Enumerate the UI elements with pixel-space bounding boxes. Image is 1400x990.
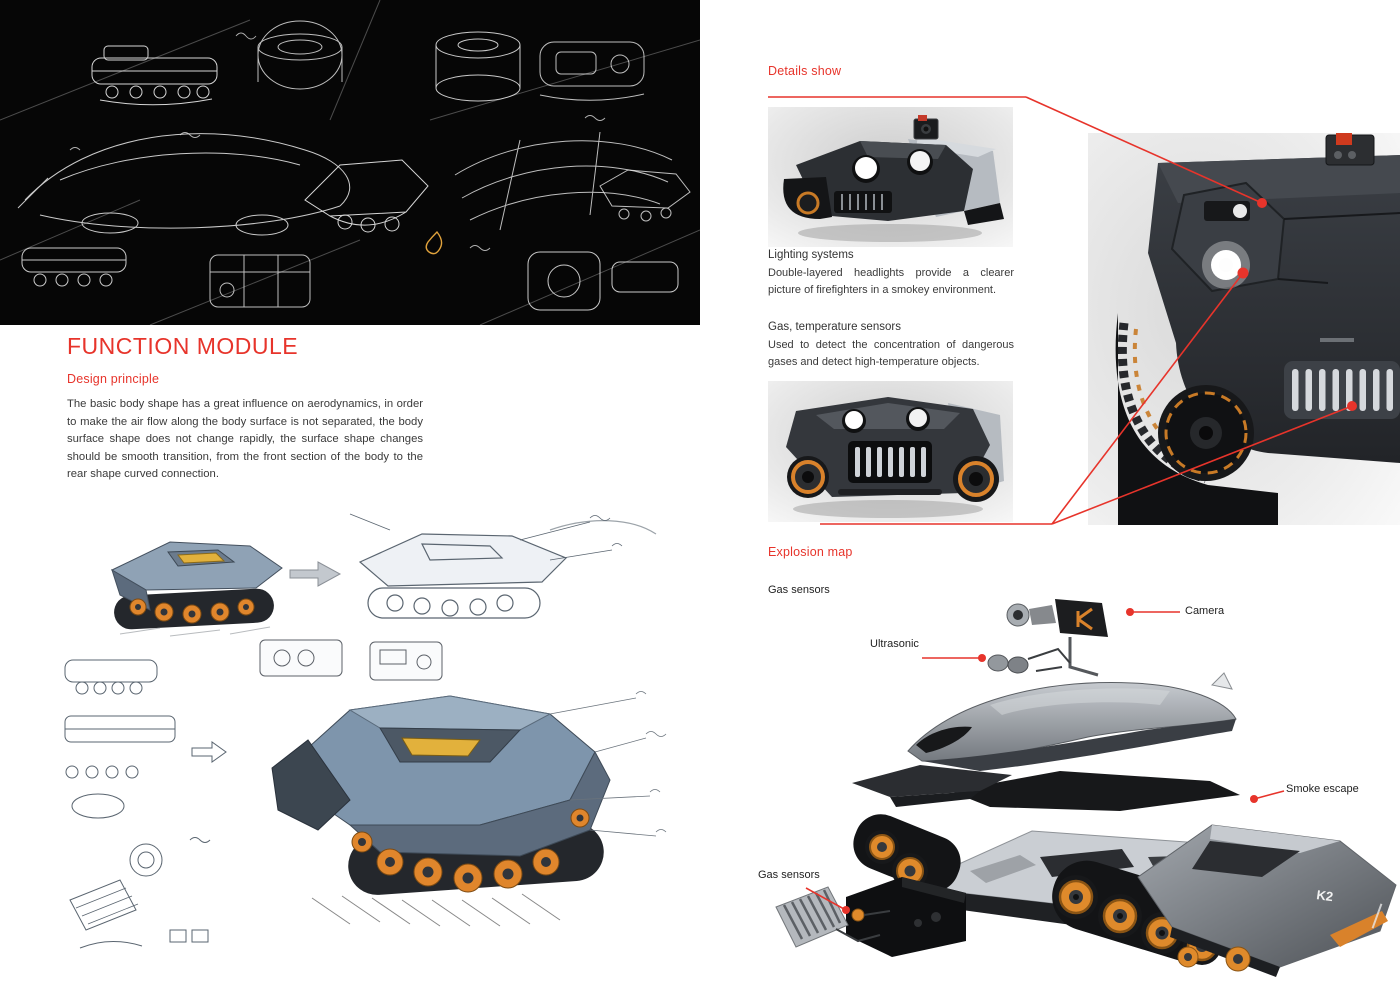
orange-wheels-large xyxy=(351,808,590,893)
sketch-small-tank xyxy=(21,247,127,287)
ultrasonic-part xyxy=(987,647,1071,674)
body-label-strip xyxy=(1320,338,1354,342)
orange-stripe xyxy=(1330,911,1388,947)
vehicle-marking: K2 xyxy=(1316,887,1335,904)
headlight-right xyxy=(910,151,930,171)
sketch-rear-tank xyxy=(599,169,691,222)
sketch-body-swoosh xyxy=(17,133,351,236)
sketch-tank-colored-small xyxy=(110,541,283,637)
headlight-left xyxy=(855,157,877,179)
right-track xyxy=(964,203,1004,225)
sketch-grid-box xyxy=(209,254,311,308)
sketch-tank-top xyxy=(91,45,218,106)
small-lamp xyxy=(1233,204,1247,218)
flame-doodle xyxy=(425,230,443,255)
headlight-right xyxy=(909,409,927,427)
sketch-band xyxy=(454,131,673,231)
rear-shell-part: K2 xyxy=(1137,824,1397,977)
gas-temp-sensors-title: Gas, temperature sensors xyxy=(768,321,901,333)
annotation-scribbles xyxy=(69,32,606,251)
vehicle-sketches-figure xyxy=(64,513,667,949)
gas-temp-sensors-text: Used to detect the concentration of dang… xyxy=(768,339,1014,369)
sketch-doodles-left xyxy=(64,659,227,949)
sketch-angular-tank xyxy=(304,159,429,233)
black-sketches-figure xyxy=(0,0,700,325)
vehicle-sketches-panel xyxy=(50,500,690,990)
render-lighting-systems xyxy=(768,107,1013,247)
sketch-component-boxes xyxy=(259,639,443,681)
concept-sketch-panel xyxy=(0,0,700,325)
leader-lines xyxy=(549,691,667,837)
side-vent xyxy=(1284,361,1400,419)
explosion-map-heading: Explosion map xyxy=(768,545,853,559)
direction-arrow xyxy=(289,561,342,587)
sketch-device xyxy=(539,41,645,101)
shadow-hatching xyxy=(311,893,561,927)
page-title: FUNCTION MODULE xyxy=(67,333,299,359)
design-principle-heading: Design principle xyxy=(67,372,160,386)
sketch-tank-lineart xyxy=(349,513,657,619)
construction-lines xyxy=(0,0,700,325)
details-show-heading: Details show xyxy=(768,64,842,78)
sketch-wheel-cluster xyxy=(257,20,343,90)
exploded-view-panel: K2 xyxy=(740,585,1400,990)
orange-wheels-small xyxy=(129,598,255,624)
roof-sensor-box xyxy=(1325,133,1375,166)
roof-camera xyxy=(913,115,939,140)
render-side-closeup xyxy=(1088,133,1400,525)
spoiler-part xyxy=(852,765,1012,807)
render-sensor-grille xyxy=(768,381,1013,522)
camera-label: Camera xyxy=(1185,605,1225,617)
lighting-systems-title: Lighting systems xyxy=(768,249,854,261)
camera-part xyxy=(1006,599,1108,677)
front-grille xyxy=(834,191,892,213)
gas-sensors-bottom-label: Gas sensors xyxy=(758,869,820,881)
design-principle-text: The basic body shape has a great influen… xyxy=(67,398,423,480)
smoke-escape-label: Smoke escape xyxy=(1286,783,1359,795)
headlight-left xyxy=(845,411,863,429)
left-track-part xyxy=(853,814,961,892)
sketch-cylinder xyxy=(435,31,521,102)
top-shell-part xyxy=(907,672,1237,771)
sketch-round-square xyxy=(527,251,679,311)
lighting-systems-text: Double-layered headlights provide a clea… xyxy=(768,267,1014,297)
ultrasonic-label: Ultrasonic xyxy=(870,638,919,650)
sketch-tank-colored-large xyxy=(271,691,667,927)
gas-sensors-top-label: Gas sensors xyxy=(768,584,830,596)
under-layer-part xyxy=(950,771,1240,811)
triangle-marking xyxy=(1210,672,1233,690)
